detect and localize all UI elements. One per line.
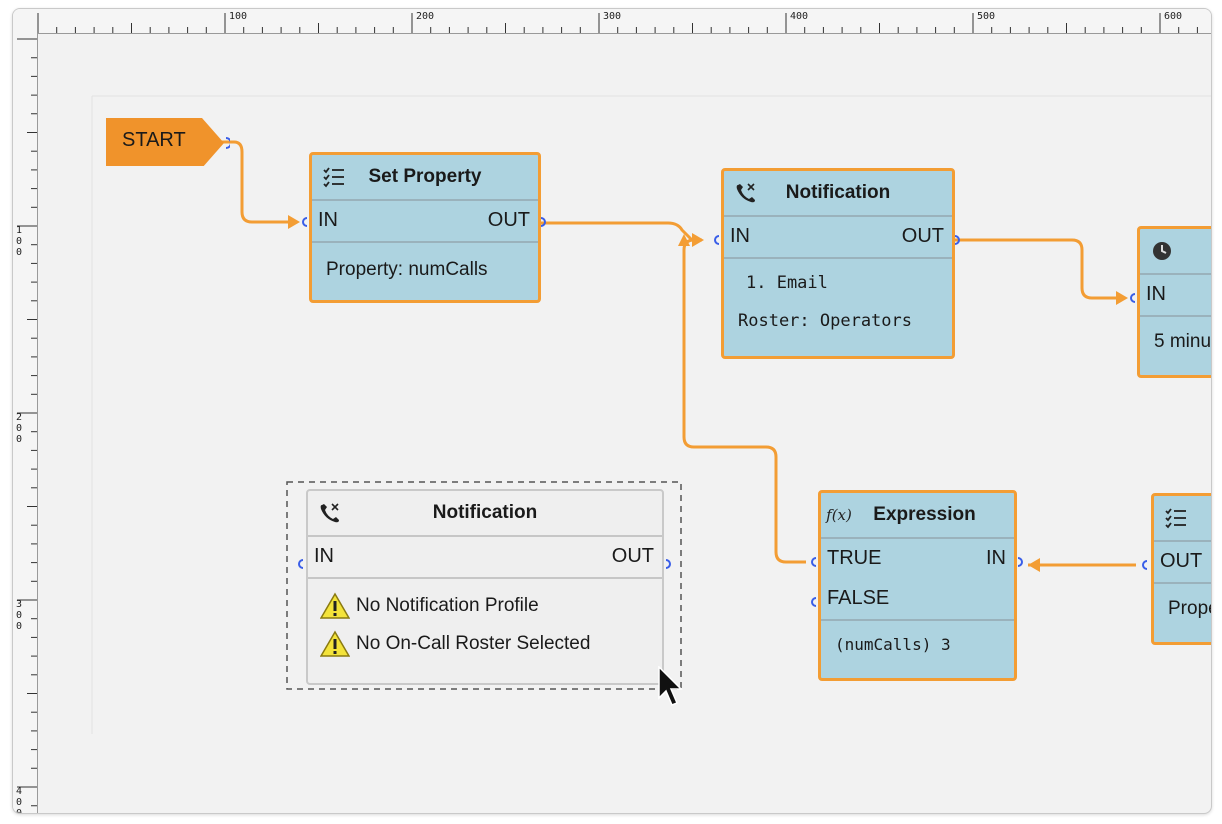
flow-canvas[interactable]: START Set Property IN OUT Property: numC… (38, 34, 1211, 813)
list-icon (1164, 506, 1188, 530)
delay-duration: 5 minu (1154, 331, 1211, 352)
node-header[interactable]: S (1154, 496, 1211, 542)
out-port-label[interactable]: OUT (901, 225, 944, 247)
node-ports: IN (1140, 275, 1211, 317)
true-port-label[interactable]: TRUE (827, 547, 882, 569)
node-ports: IN OUT (724, 217, 952, 259)
input-port-icon[interactable] (295, 559, 303, 569)
node-title: Expression (873, 504, 976, 525)
in-port-label[interactable]: IN (1146, 283, 1166, 305)
vertical-ruler-ticks (17, 38, 37, 807)
node-header[interactable]: Notification (724, 171, 952, 217)
ruler-label: 100 (15, 225, 23, 258)
out-port-label[interactable]: OUT (1160, 550, 1203, 572)
warning-icon (320, 592, 350, 619)
node-title: Notification (785, 182, 891, 203)
output-port-icon[interactable] (541, 217, 549, 227)
wire-arrowhead (678, 234, 690, 246)
phone-icon (318, 501, 342, 525)
node-ports: IN OUT (308, 537, 662, 579)
node-property-text: Prope (1168, 598, 1211, 619)
ruler-label: 300 (15, 599, 23, 632)
list-icon (322, 165, 346, 189)
ruler-label: 500 (977, 11, 996, 22)
notification-method: 1. Email (746, 273, 828, 293)
selection-outline (286, 481, 682, 690)
output-port-icon[interactable] (666, 559, 674, 569)
wire-arrowhead (692, 233, 704, 247)
true-port-icon[interactable] (808, 557, 816, 567)
node-ports: TRUE IN FALSE (821, 539, 1014, 621)
warning-row: No Notification Profile (320, 587, 650, 625)
warning-row: No On-Call Roster Selected (320, 625, 650, 663)
node-ports: IN OUT (312, 201, 538, 243)
in-port-label[interactable]: IN (986, 547, 1006, 569)
input-port-icon[interactable] (1018, 557, 1026, 567)
warning-icon (320, 630, 350, 657)
in-port-label[interactable]: IN (318, 209, 338, 231)
input-port-icon[interactable] (299, 217, 307, 227)
node-header[interactable] (1140, 229, 1211, 275)
start-label: START (122, 129, 186, 151)
wire-arrowhead (288, 215, 300, 229)
node-body: Property: numCalls (312, 243, 538, 289)
node-header[interactable]: f(x) Expression (821, 493, 1014, 539)
clock-icon (1150, 239, 1174, 263)
set-property-node[interactable]: S OUT Prope (1151, 493, 1211, 645)
node-property-text: Property: numCalls (326, 259, 488, 280)
wire-arrowhead (1028, 558, 1040, 572)
ruler-label: 600 (1164, 11, 1183, 22)
delay-node[interactable]: IN 5 minu (1137, 226, 1211, 378)
vertical-ruler: 100 200 300 400 (13, 33, 38, 813)
input-port-icon[interactable] (1127, 293, 1135, 303)
horizontal-ruler: 100 200 300 400 500 600 (13, 9, 1211, 34)
false-port-label[interactable]: FALSE (827, 587, 890, 609)
out-port-label[interactable]: OUT (611, 545, 654, 567)
wire-arrowhead (1116, 291, 1128, 305)
ruler-label: 100 (229, 11, 248, 22)
phone-icon (734, 181, 758, 205)
in-port-label[interactable]: IN (314, 545, 334, 567)
input-port-icon[interactable] (711, 235, 719, 245)
ruler-label: 200 (15, 412, 23, 445)
flow-editor-window: 100 200 300 400 500 600 100 200 300 400 (12, 8, 1212, 814)
ruler-label: 400 (15, 786, 23, 814)
mouse-cursor-icon (658, 666, 683, 706)
ruler-label: 300 (603, 11, 622, 22)
node-title: Set Property (368, 166, 482, 187)
notification-node-unconfigured[interactable]: Notification IN OUT No Notification Prof… (306, 489, 664, 685)
node-body: Prope (1154, 584, 1211, 628)
ruler-label: 400 (790, 11, 809, 22)
function-icon: f(x) (826, 506, 852, 524)
horizontal-ruler-ticks (37, 13, 1198, 33)
node-body: 5 minu (1140, 317, 1211, 361)
node-body: (numCalls) 3 (821, 621, 1014, 662)
set-property-node[interactable]: Set Property IN OUT Property: numCalls (309, 152, 541, 303)
connection-wires (91, 95, 1211, 734)
node-header[interactable]: Set Property (312, 155, 538, 201)
ruler-label: 200 (416, 11, 435, 22)
expression-text: (numCalls) 3 (835, 635, 951, 654)
node-body: No Notification Profile No On-Call Roste… (308, 579, 662, 671)
notification-roster: Roster: Operators (738, 311, 912, 331)
wire-setproperty-to-notification (540, 221, 694, 242)
wire-notification-to-delay (946, 238, 1116, 300)
output-port-icon (225, 137, 230, 149)
wire-start-to-setproperty (216, 140, 288, 224)
warning-text: No Notification Profile (356, 595, 539, 616)
node-body: 1. Email Roster: Operators (724, 259, 952, 339)
start-node[interactable] (106, 116, 230, 166)
output-port-icon[interactable] (1139, 560, 1147, 570)
out-port-label[interactable]: OUT (487, 209, 530, 231)
notification-node[interactable]: Notification IN OUT 1. Email Roster: Ope… (721, 168, 955, 359)
warning-text: No On-Call Roster Selected (356, 633, 591, 654)
false-port-icon[interactable] (808, 597, 816, 607)
expression-node[interactable]: f(x) Expression TRUE IN FALSE (numCalls)… (818, 490, 1017, 681)
in-port-label[interactable]: IN (730, 225, 750, 247)
node-title: Notification (432, 502, 538, 523)
node-ports: OUT (1154, 542, 1211, 584)
node-header[interactable]: Notification (308, 491, 662, 537)
output-port-icon[interactable] (955, 235, 963, 245)
